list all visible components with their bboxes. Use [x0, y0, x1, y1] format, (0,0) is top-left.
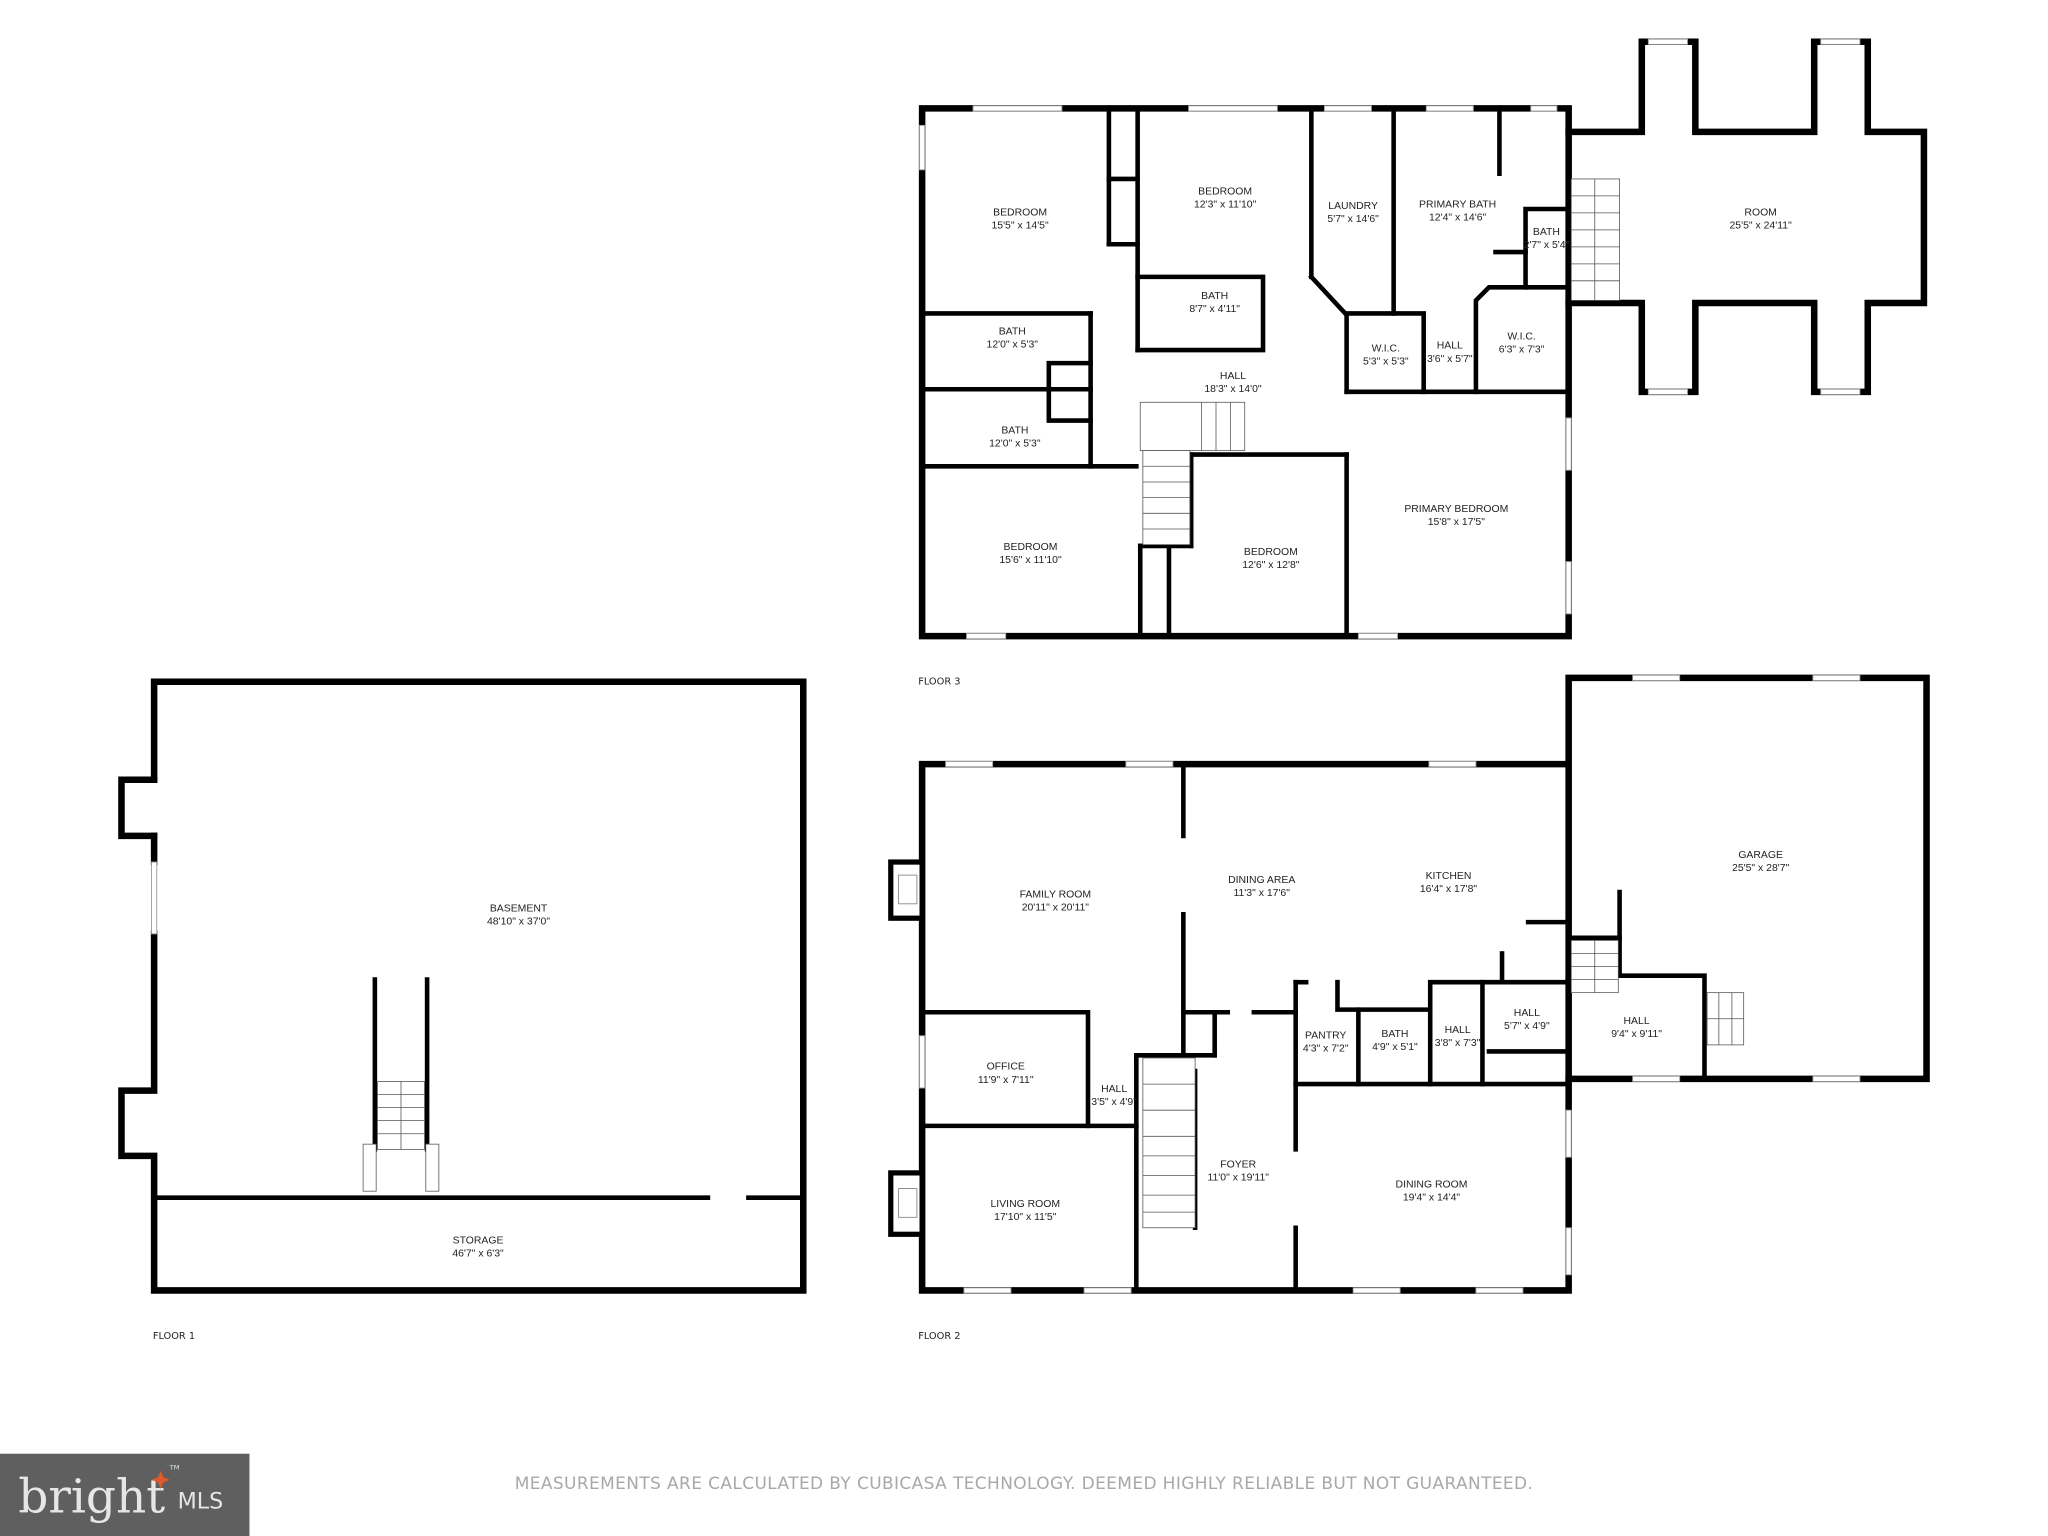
staircase — [1142, 1057, 1196, 1229]
disclaimer-text: MEASUREMENTS ARE CALCULATED BY CUBICASA … — [515, 1474, 1534, 1494]
bright-mls-logo: bright TM MLS — [0, 1453, 250, 1536]
floor-1-plan — [118, 678, 807, 1294]
floor-2-plan — [888, 674, 1930, 1294]
staircase — [362, 1081, 440, 1192]
floor-3-title: FLOOR 3 — [918, 676, 960, 687]
room-label: W.I.C.5'3" x 5'3" — [1363, 343, 1409, 367]
floor-1-title: FLOOR 1 — [153, 1331, 195, 1342]
exterior-steps — [1706, 992, 1745, 1046]
fireplace — [888, 1170, 925, 1237]
logo-tm: TM — [169, 1463, 180, 1471]
room-label: W.I.C.6'3" x 7'3" — [1499, 332, 1545, 356]
logo-mls: MLS — [178, 1489, 224, 1515]
staircase — [1570, 178, 1620, 301]
logo-wordmark: bright — [18, 1469, 165, 1524]
star-icon — [151, 1470, 170, 1489]
floor-2-title: FLOOR 2 — [918, 1331, 960, 1342]
staircase — [1570, 940, 1619, 994]
fireplace — [888, 859, 925, 921]
staircase — [1139, 401, 1246, 546]
floor-3-plan — [918, 38, 1928, 640]
